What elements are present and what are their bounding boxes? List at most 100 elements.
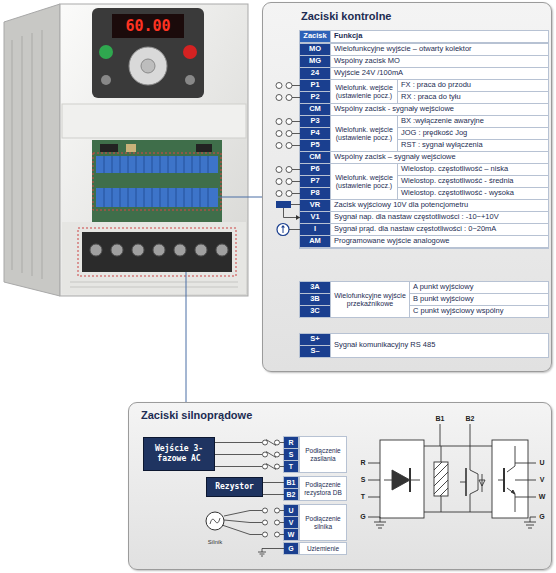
schematic-pin: B1	[436, 415, 445, 423]
table-cell: B2	[463, 414, 477, 424]
terminal-name: R	[288, 439, 293, 447]
panel-title: Zaciski kontrolne	[301, 10, 391, 22]
inverter-schematic	[368, 463, 380, 497]
power-terminal-block	[153, 244, 165, 256]
inverter-schematic	[511, 490, 515, 494]
table-cell: Sygnał nap. dla nastaw częstotliwości : …	[331, 212, 548, 223]
schematic-pin: B2	[466, 415, 475, 423]
table-cell: G	[358, 512, 368, 522]
table-cell: 3A	[300, 282, 330, 293]
inverter-housing	[4, 4, 248, 296]
inverter-schematic	[368, 424, 536, 528]
terminal-name: 3C	[310, 307, 320, 315]
terminal-name: MO	[309, 45, 321, 53]
inverter-schematic	[392, 470, 410, 490]
control-board	[196, 144, 212, 152]
table-cell: V	[537, 475, 547, 485]
table-cell: S–	[300, 346, 330, 357]
inverter-schematic	[424, 446, 492, 512]
control-board	[126, 144, 136, 152]
motor-outline	[201, 509, 229, 533]
terminal-name: MG	[309, 57, 321, 65]
function-cell: BX :wyłączenie awaryjne	[401, 117, 484, 125]
switch-contact	[286, 191, 292, 197]
terminal-name: B1	[287, 479, 296, 487]
inverter-housing	[4, 4, 60, 296]
inverter-schematic	[498, 446, 515, 512]
table-cell: Wspólny zacisk MO	[331, 56, 548, 67]
table-cell: U	[537, 458, 547, 468]
power-wiring	[215, 440, 284, 557]
table-cell: P5	[300, 140, 330, 151]
table-cell: W	[284, 529, 298, 540]
terminal-name: U	[288, 507, 293, 515]
function-cell: B punkt wyjściowy	[413, 295, 474, 303]
table-cell: A punkt wyjściowy	[410, 282, 548, 293]
inverter-schematic	[460, 482, 466, 483]
panel-title: Zaciski silnoprądowe	[141, 409, 252, 421]
table-grid	[299, 333, 549, 358]
function-cell: Podłączenie rezystora DB	[301, 481, 345, 495]
keypad	[185, 75, 195, 85]
power-wiring	[263, 483, 284, 495]
schematic-pin: W	[539, 493, 546, 501]
table-cell: Wielostop. częstotliwość – niska	[398, 164, 548, 175]
table-cell: AM	[300, 236, 330, 247]
table-cell: P4	[300, 128, 330, 139]
switch-contact	[276, 191, 282, 197]
table-cell: B1	[284, 477, 298, 488]
power-terminal-block	[195, 244, 207, 256]
switch-contact	[276, 143, 282, 149]
table-cell: V	[284, 517, 298, 528]
keypad	[129, 47, 167, 85]
switch-contact	[286, 95, 292, 101]
power-terminal-block	[174, 244, 186, 256]
table-cell: Wielofunkcyjne wyjście przekaźnikowe	[331, 282, 409, 317]
table-cell: BX :wyłączenie awaryjne	[398, 116, 548, 127]
keypad	[92, 8, 204, 98]
table-cell: Wielofunkcyjne wyjście – otwarty kolekto…	[331, 44, 548, 55]
table-grid	[283, 30, 549, 555]
table-cell: P1	[300, 80, 330, 91]
terminal-name: P5	[310, 141, 319, 149]
terminal-name: B2	[287, 491, 296, 499]
terminal-contact	[263, 508, 268, 513]
switch-contact	[276, 83, 282, 89]
terminal-contact	[275, 464, 280, 469]
table-cell: T	[284, 461, 298, 472]
table-cell: Wielofunk. wejście (ustawienie pocz.)	[331, 164, 397, 199]
keypad	[112, 14, 184, 38]
table-cell: B2	[284, 489, 298, 500]
terminal-name: P2	[310, 93, 319, 101]
function-cell: Wspólny zacisk - sygnały wejściowe	[334, 105, 454, 113]
terminal-name: W	[288, 531, 295, 539]
inverter-schematic	[380, 440, 424, 518]
table-cell: Sygnał prąd. dla nastaw częstotliwości :…	[331, 224, 548, 235]
potentiometer-symbol	[276, 201, 291, 208]
table-cell: R	[358, 458, 368, 468]
current-source-symbol	[289, 229, 300, 230]
switch-contact	[276, 119, 282, 125]
table-cell: Wielostop. częstotliwość - średnia	[398, 176, 548, 187]
schematic-pin: U	[539, 459, 544, 467]
potentiometer-symbol	[284, 205, 301, 218]
schematic-pin: G	[360, 513, 365, 521]
table-cell: Uziemienie	[300, 543, 346, 554]
terminal-name: T	[289, 463, 293, 471]
terminal-name: P3	[310, 117, 319, 125]
table-cell: R	[284, 437, 298, 448]
leader-line	[186, 272, 187, 402]
function-cell: Sygnał prąd. dla nastaw częstotliwości :…	[334, 225, 496, 233]
table-cell: G	[284, 543, 298, 554]
inverter-schematic	[440, 424, 470, 460]
switch-contact	[276, 95, 282, 101]
function-cell: Wielofunkcyjne wyjście przekaźnikowe	[333, 292, 407, 307]
switch-contact	[286, 119, 292, 125]
leader-line	[186, 197, 262, 402]
terminal-contact	[263, 452, 268, 457]
table-cell: Wspólny zacisk - sygnały wejściowe	[331, 104, 548, 115]
table-cell: Wyjście 24V /100mA	[331, 68, 548, 79]
table-cell: Wspólny zacisk – sygnały wejściowe	[331, 152, 548, 163]
switch-contact	[286, 83, 292, 89]
